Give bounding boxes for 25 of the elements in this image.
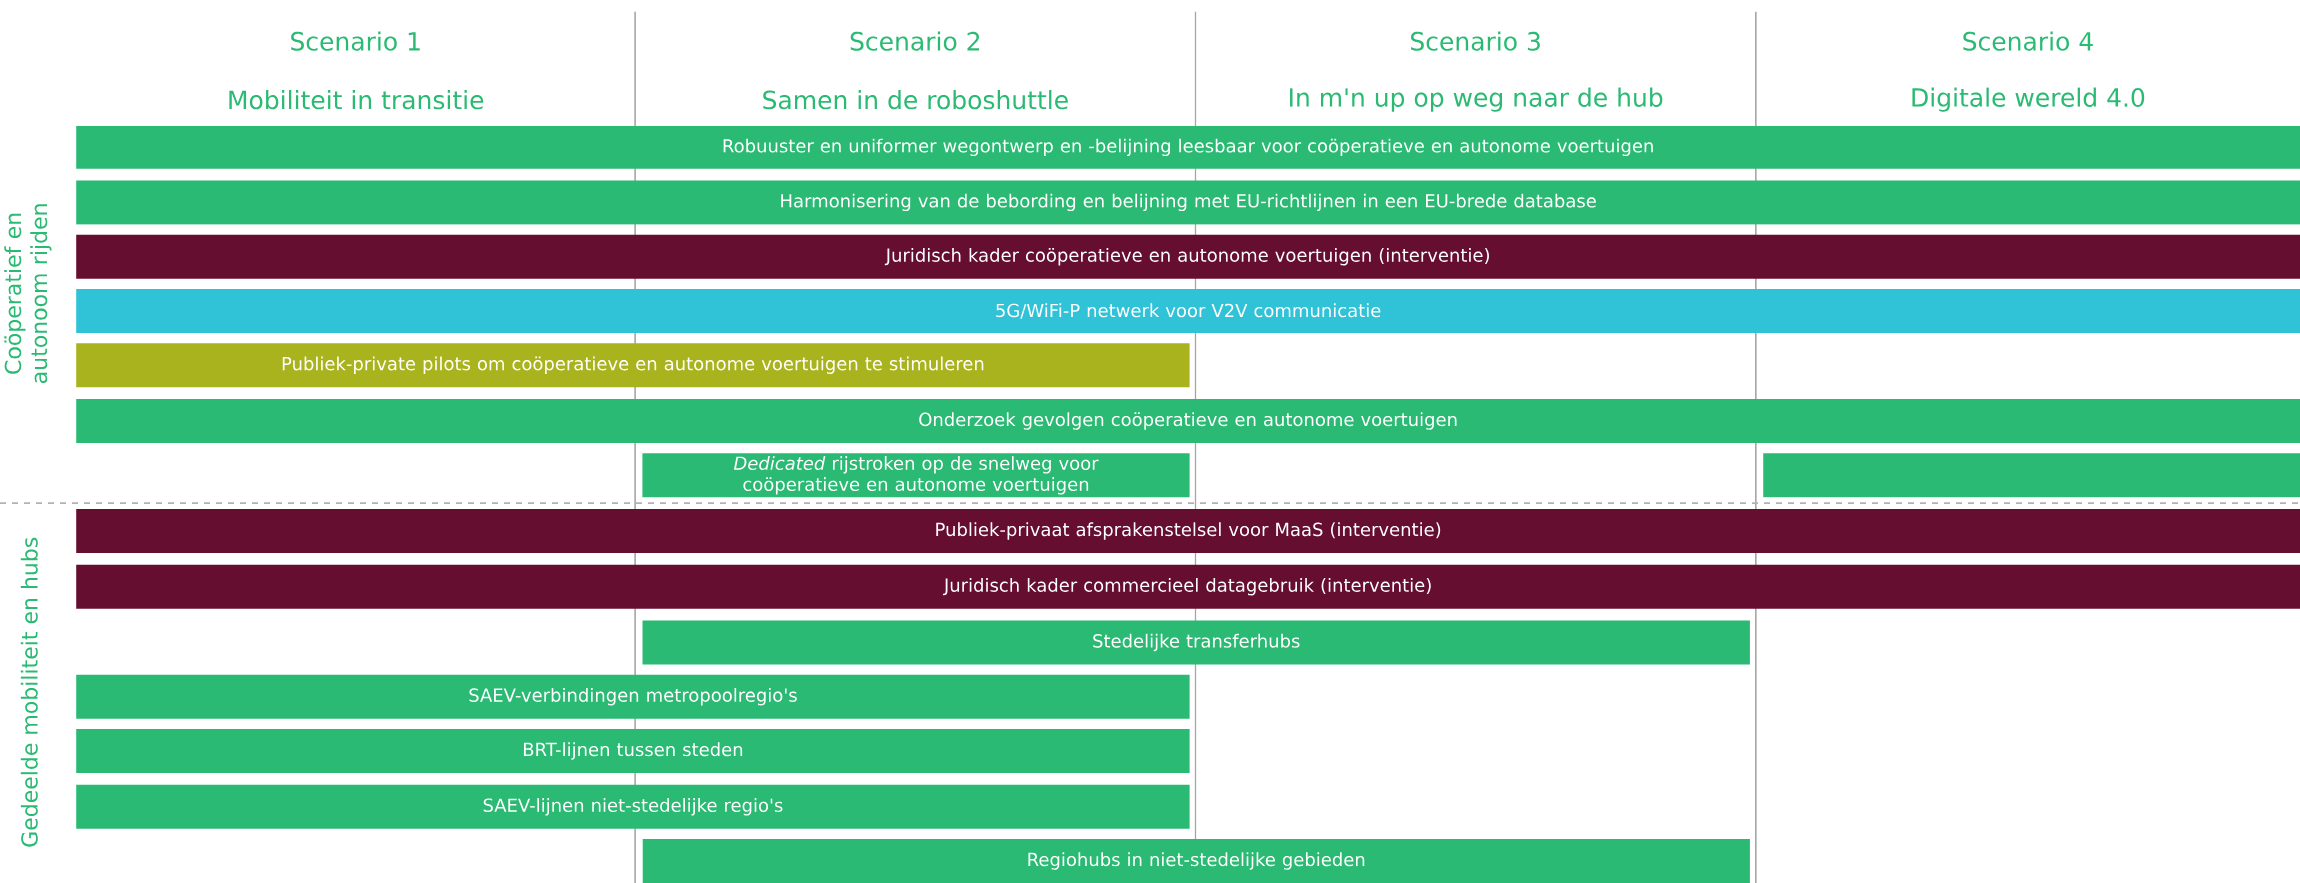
bar: Robuuster en uniformer wegontwerp en -belijning leesbaar voor coöperatieve en autonome voertuigen: [76, 126, 2300, 169]
column-subtitle: Samen in de roboshuttle: [763, 90, 1068, 110]
column-heading: Scenario 4: [1963, 31, 2093, 51]
bar: Juridisch kader commercieel datagebruik (interventie): [76, 564, 2300, 609]
column-heading: Scenario 2: [850, 31, 980, 51]
bar: SAEV-lijnen niet-stedelijke regio's: [76, 784, 1190, 829]
column-subtitle: Mobiliteit in transitie: [229, 90, 484, 110]
column-heading: Scenario 3: [1411, 31, 1540, 51]
bar: [1763, 453, 2300, 498]
bar: 5G/WiFi-P netwerk voor V2V communicatie: [76, 289, 2300, 333]
row-group-label: Coöperatief en autonoom rijden: [4, 204, 52, 383]
bar: SAEV-verbindingen metropoolregio's: [76, 674, 1190, 719]
bar: Publiek-private pilots om coöperatieve en autonome voertuigen te stimuleren: [76, 343, 1190, 388]
bar: BRT-lijnen tussen steden: [76, 729, 1190, 773]
bar: Publiek-privaat afsprakenstelsel voor MaaS (interventie): [76, 509, 2300, 553]
bar: Stedelijke transferhubs: [642, 620, 1750, 665]
bar: Harmonisering van de bebording en belijning met EU-richtlijnen in een EU-brede database: [76, 180, 2300, 225]
column-subtitle: Digitale wereld 4.0: [1912, 87, 2145, 112]
column-heading: Scenario 1: [291, 31, 420, 51]
row-group-label: Gedeelde mobiliteit en hubs: [20, 537, 38, 847]
bar: Juridisch kader coöperatieve en autonome voertuigen (interventie): [76, 234, 2300, 279]
bar: Regiohubs in niet-stedelijke gebieden: [642, 839, 1750, 883]
column-subtitle: In m'n up op weg naar de hub: [1290, 87, 1663, 112]
bar: Dedicated rijstroken op de snelweg voor coöperatieve en autonome voertuigen: [642, 453, 1190, 498]
bar: Onderzoek gevolgen coöperatieve en autonome voertuigen: [76, 399, 2300, 443]
